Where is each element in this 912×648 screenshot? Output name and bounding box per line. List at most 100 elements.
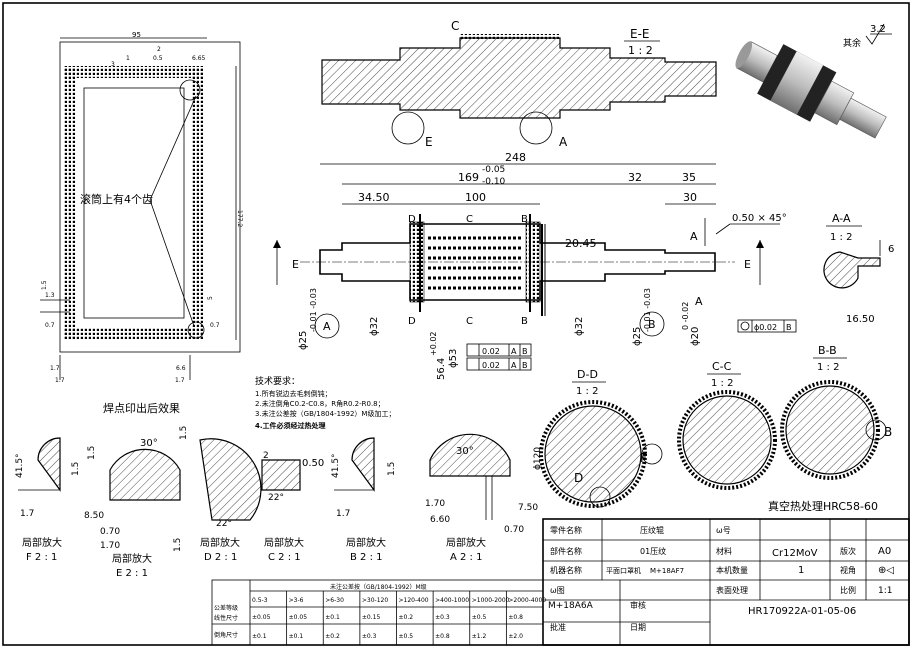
runout-2-ref-b: B xyxy=(522,361,528,370)
note-teeth: 滚筒上有4个齿 xyxy=(80,192,153,206)
dim-1-7-a: 1.7 xyxy=(50,365,60,372)
section-aa-dim-16-5: 16.50 xyxy=(846,314,875,325)
tol-range-cell: >6-30 xyxy=(325,597,344,604)
detail-f-dim-1-7: 1.7 xyxy=(20,509,34,519)
dim-34-50: 34.50 xyxy=(358,191,390,204)
tol-linear-cell: ±0.05 xyxy=(252,614,271,621)
dim-0-7-right: 0.7 xyxy=(210,322,220,329)
detail-f-dim-8-50: 8.50 xyxy=(84,511,104,521)
dim-0-5: 0.5 xyxy=(153,55,163,62)
dim-overall-width: 95 xyxy=(132,31,141,39)
qty: 1 xyxy=(798,565,804,576)
coaxiality-frame: ϕ0.02 B xyxy=(737,319,797,333)
dim-30: 30 xyxy=(683,191,697,204)
material: Cr12MoV xyxy=(772,548,818,559)
dim-phi53: ϕ53 xyxy=(448,349,459,368)
dim-1-3: 1.3 xyxy=(45,292,55,299)
detail-f-label: 局部放大 xyxy=(22,536,62,549)
tol-chamfer-cell: ±0.1 xyxy=(252,633,267,640)
detail-b-scale: B 2 : 1 xyxy=(350,552,383,563)
detail-c-scale: C 2 : 1 xyxy=(268,552,301,563)
sheet-label: 视角 xyxy=(840,565,856,575)
section-bb-scale: 1 : 2 xyxy=(817,362,839,373)
section-dd-scale: 1 : 2 xyxy=(576,386,598,397)
chamfer-note: 0.50 × 45° xyxy=(732,213,787,224)
detail-b-dim-41-5: 41.5° xyxy=(331,453,341,478)
tol-row1-head: 线性尺寸 xyxy=(214,614,238,622)
sheet-symbol: ⊕◁ xyxy=(878,565,894,576)
tol-chamfer-cell: ±0.1 xyxy=(289,633,304,640)
marker-b-top: B xyxy=(521,214,528,225)
dim-phi25-right-tol: -0.01 -0.03 xyxy=(643,288,652,332)
tol-chamfer-cell: ±0.3 xyxy=(362,633,377,640)
marker-c-top: C xyxy=(451,19,459,33)
detail-a-dim-30: 30° xyxy=(456,446,474,457)
notes-title: 技术要求： xyxy=(255,375,300,387)
marker-b-bottom: B xyxy=(521,316,528,327)
marker-d-bottom: D xyxy=(408,316,416,327)
coax-ref: B xyxy=(786,323,792,332)
tol-range-cell: >1000-2000 xyxy=(472,597,510,604)
datum-b-circle: B xyxy=(648,318,656,331)
version-label: 版次 xyxy=(840,546,856,556)
section-ee-label: E-E xyxy=(630,27,650,41)
section-bb: B-B 1 : 2 B xyxy=(780,344,892,480)
dim-56-4-tol: +0.02 xyxy=(429,331,438,356)
part-no: 01压纹 xyxy=(640,546,666,556)
technical-notes: 技术要求： 1.所有锐边去毛刺倒钝； 2.未注倒角C0.2-C0.8，R角R0.… xyxy=(255,375,395,430)
detail-b-dim-1-5: 1.5 xyxy=(387,462,397,476)
dim-0-7-left: 0.7 xyxy=(45,322,55,329)
tol-range-cell: 0.5-3 xyxy=(252,597,268,604)
section-dd: D-D 1 : 2 F D ϕ120 xyxy=(533,368,663,508)
detail-d-label: 局部放大 xyxy=(200,536,240,549)
tol-chamfer-cell: ±1.2 xyxy=(472,633,487,640)
dim-5: 5 xyxy=(207,296,214,300)
section-cc-label: C-C xyxy=(712,360,732,373)
tol-range-cell: >3-6 xyxy=(289,597,304,604)
tol-169-upper: -0.05 xyxy=(482,165,505,175)
mid-tol: M+18A6A xyxy=(548,601,594,611)
runout-1-ref-b: B xyxy=(522,347,528,356)
coax-value: ϕ0.02 xyxy=(754,323,777,332)
section-bb-label: B-B xyxy=(818,344,837,357)
part-name: 压纹辊 xyxy=(640,525,664,535)
dim-1: 1 xyxy=(126,55,130,62)
dim-35: 35 xyxy=(682,171,696,184)
surface-label: 表面处理 xyxy=(716,585,748,595)
detail-a-scale: A 2 : 1 xyxy=(450,552,482,563)
section-cc: C-C 1 : 2 xyxy=(677,360,777,490)
detail-a-label: 局部放大 xyxy=(446,536,486,549)
detail-a-dim-7-50: 7.50 xyxy=(518,503,538,513)
detail-a-dim-0-70: 0.70 xyxy=(504,525,524,535)
detail-d: 1.5 1.5 22° 局部放大 D 2 : 1 xyxy=(173,426,262,563)
detail-b-dim-1-7: 1.7 xyxy=(336,509,350,519)
dim-1-7-b: 1.7 xyxy=(55,377,65,384)
detail-f-dim-41-5: 41.5° xyxy=(15,453,25,478)
tol-linear-cell: ±0.1 xyxy=(325,614,340,621)
section-dd-marker-f: F xyxy=(640,451,647,465)
section-aa-scale: 1 : 2 xyxy=(830,232,852,243)
version: A0 xyxy=(878,546,891,557)
tol-row2-head: 倒角尺寸 xyxy=(214,631,238,639)
dim-169: 169 xyxy=(458,171,479,184)
detail-d-scale: D 2 : 1 xyxy=(204,552,237,563)
section-cc-scale: 1 : 2 xyxy=(711,378,733,389)
tol-chamfer-cell: ±0.2 xyxy=(325,633,340,640)
detail-e: 30° 1.5 0.70 1.70 局部放大 E 2 : 1 xyxy=(87,438,181,579)
runout-1-ref-a: A xyxy=(511,347,517,356)
detail-e-dim-30: 30° xyxy=(140,438,158,449)
section-aa-label: A-A xyxy=(832,212,851,225)
marker-d-top: D xyxy=(408,214,416,225)
section-dd-marker-d: D xyxy=(574,471,583,485)
detail-f: 41.5° 1.5 1.7 8.50 局部放大 F 2 : 1 xyxy=(15,437,104,563)
dim-6-6: 6.6 xyxy=(176,365,186,372)
marker-c-bottom: C xyxy=(466,316,473,327)
tolerance-table: 公差等级 未注公差按（GB/1804-1992）M级 线性尺寸 倒角尺寸 0.5… xyxy=(211,579,546,646)
dim-phi25-left-tol: -0.01 -0.03 xyxy=(309,288,318,332)
detail-c-dim-0-50: 0.50 xyxy=(302,458,324,469)
detail-b-label: 局部放大 xyxy=(346,536,386,549)
heat-treatment-note: 真空热处理HRC58-60 xyxy=(768,499,878,513)
section-aa: A-A 1 : 2 6 16.50 xyxy=(823,212,894,325)
detail-c-dim-22: 22° xyxy=(268,493,284,503)
machine-label: 机器名称 xyxy=(550,565,582,575)
